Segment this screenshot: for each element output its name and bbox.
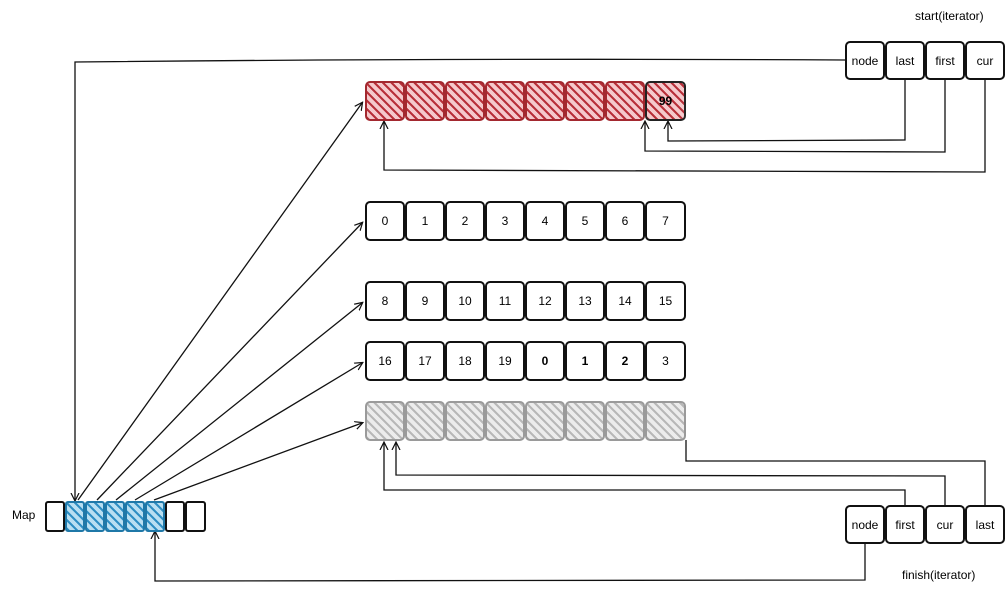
finish-first-cell: first <box>885 505 925 544</box>
start-cur-cell: cur <box>965 41 1005 80</box>
buffer2-cell: 5 <box>565 201 605 241</box>
buffer3-cell: 10 <box>445 281 485 321</box>
start-node-to-map-arrow <box>75 58 846 500</box>
map-label: Map <box>12 508 36 522</box>
buffer4-cell: 0 <box>525 341 565 381</box>
buffer5-cell <box>365 401 405 441</box>
buffer2-cell: 3 <box>485 201 525 241</box>
map-to-row3-arrow <box>115 303 362 501</box>
start-last-cell: last <box>885 41 925 80</box>
start-node-cell: node <box>845 41 885 80</box>
buffer3-cell: 8 <box>365 281 405 321</box>
map-slot-used <box>65 501 85 532</box>
buffer3-cell: 11 <box>485 281 525 321</box>
buffer5-cell <box>445 401 485 441</box>
map-slot-used <box>85 501 105 532</box>
start-cur-arrow <box>384 80 986 173</box>
map-to-row4-arrow <box>134 363 362 501</box>
buffer1-cell <box>405 81 445 121</box>
map-slot-empty <box>45 501 65 532</box>
start-last-arrow <box>668 80 906 142</box>
map-slot-used <box>105 501 125 532</box>
buffer4-cell: 1 <box>565 341 605 381</box>
buffer2-cell: 6 <box>605 201 645 241</box>
finish-cur-cell: cur <box>925 505 965 544</box>
buffer2-cell: 0 <box>365 201 405 241</box>
buffer3-cell: 15 <box>645 281 686 321</box>
finish-node-cell: node <box>845 505 885 544</box>
map-to-row5-arrow <box>153 423 362 501</box>
buffer4-cell: 2 <box>605 341 645 381</box>
buffer3-cell: 14 <box>605 281 645 321</box>
buffer1-cell <box>445 81 485 121</box>
buffer5-cell <box>605 401 645 441</box>
finish-iterator-label: finish(iterator) <box>902 568 976 582</box>
buffer4-cell: 16 <box>365 341 405 381</box>
buffer2-cell: 7 <box>645 201 686 241</box>
buffer3-cell: 12 <box>525 281 565 321</box>
buffer5-cell <box>565 401 605 441</box>
buffer2-cell: 4 <box>525 201 565 241</box>
buffer2-cell: 1 <box>405 201 445 241</box>
map-to-row1-arrow <box>77 103 362 501</box>
buffer5-cell <box>485 401 525 441</box>
finish-last-arrow <box>685 440 986 505</box>
map-to-row2-arrow <box>96 223 362 501</box>
buffer1-cell <box>605 81 645 121</box>
buffer1-cell <box>485 81 525 121</box>
finish-cur-arrow <box>396 443 946 505</box>
buffer3-cell: 13 <box>565 281 605 321</box>
buffer1-cell <box>565 81 605 121</box>
buffer5-cell <box>645 401 686 441</box>
start-first-cell: first <box>925 41 965 80</box>
map-slot-empty <box>165 501 185 532</box>
finish-node-to-map-arrow <box>155 532 866 582</box>
map-slot-used <box>145 501 165 532</box>
buffer4-cell: 19 <box>485 341 525 381</box>
start-first-arrow <box>645 80 946 153</box>
buffer4-cell: 3 <box>645 341 686 381</box>
map-slot-used <box>125 501 145 532</box>
buffer4-cell: 18 <box>445 341 485 381</box>
map-slot-empty <box>185 501 206 532</box>
buffer4-cell: 17 <box>405 341 445 381</box>
buffer2-cell: 2 <box>445 201 485 241</box>
finish-first-arrow <box>384 443 906 505</box>
buffer5-cell <box>525 401 565 441</box>
buffer1-cell <box>365 81 405 121</box>
buffer5-cell <box>405 401 445 441</box>
start-iterator-label: start(iterator) <box>915 9 984 23</box>
buffer1-last-cell: 99 <box>645 81 686 121</box>
finish-last-cell: last <box>965 505 1005 544</box>
buffer1-cell <box>525 81 565 121</box>
buffer3-cell: 9 <box>405 281 445 321</box>
